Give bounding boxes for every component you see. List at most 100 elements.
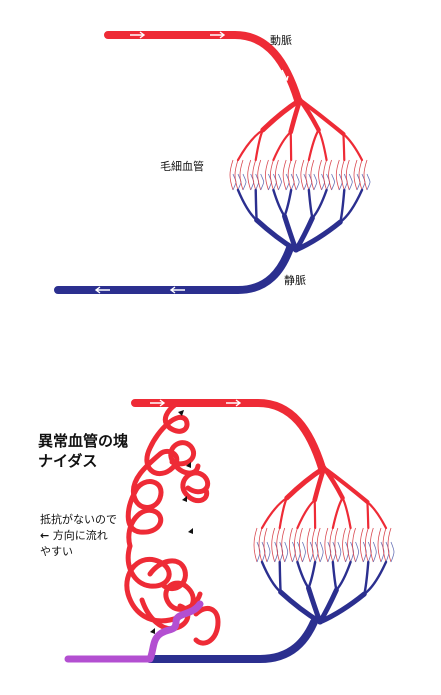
capillary-loop bbox=[367, 174, 370, 190]
arteriole bbox=[367, 502, 386, 528]
capillary-loop bbox=[235, 160, 238, 190]
note-line-1: 抵抗がないので bbox=[40, 512, 117, 528]
capillary-loop bbox=[349, 174, 352, 190]
capillary-network bbox=[230, 100, 370, 250]
capillary-loop bbox=[383, 528, 386, 562]
vein-label: 静脈 bbox=[284, 274, 306, 287]
capillary-loop bbox=[270, 160, 273, 190]
artery-flow-arrows bbox=[130, 32, 288, 80]
venule bbox=[333, 562, 337, 590]
capillary-loop bbox=[301, 160, 304, 190]
capillary-loop bbox=[354, 160, 357, 190]
capillary-loop bbox=[299, 528, 302, 562]
nidus-title: 異常血管の塊 bbox=[38, 432, 128, 451]
capillary-loop bbox=[338, 542, 341, 562]
capillary-loop bbox=[324, 160, 327, 190]
note-line-2: ← 方向に流れ bbox=[40, 528, 108, 544]
capillary-loop bbox=[258, 160, 261, 190]
capillary-loop bbox=[314, 174, 317, 190]
venule bbox=[273, 190, 284, 216]
note-line-3: やすい bbox=[40, 544, 73, 560]
capillary-loop bbox=[359, 160, 362, 190]
capillary-loop bbox=[243, 174, 246, 190]
capillary-loop bbox=[282, 528, 285, 562]
venule bbox=[364, 562, 368, 594]
capillary-loop bbox=[254, 528, 257, 562]
capillary-loop bbox=[285, 542, 288, 562]
capillary-loop bbox=[373, 542, 376, 562]
venule bbox=[340, 190, 344, 222]
capillary-loop bbox=[329, 160, 332, 190]
artery-vessel bbox=[135, 403, 322, 468]
shunt-drainage-vessel bbox=[68, 604, 200, 659]
normal-circulation-diagram bbox=[58, 32, 370, 293]
capillary-loop bbox=[330, 528, 333, 562]
venule bbox=[280, 562, 281, 592]
capillary-loop bbox=[293, 160, 296, 190]
capillary-label: 毛細血管 bbox=[160, 160, 204, 173]
capillary-loop bbox=[312, 528, 315, 562]
capillary-loop bbox=[311, 160, 314, 190]
capillary-loop bbox=[240, 160, 243, 190]
venule bbox=[238, 190, 257, 220]
venule bbox=[256, 190, 257, 220]
capillary-loop bbox=[391, 542, 394, 562]
arteriole bbox=[333, 498, 343, 528]
arteriole bbox=[319, 130, 327, 160]
capillary-loop bbox=[248, 160, 251, 190]
arteriole bbox=[343, 498, 351, 528]
capillary-loop bbox=[275, 160, 278, 190]
arteriole bbox=[297, 500, 314, 528]
capillary-loop bbox=[317, 528, 320, 562]
venule bbox=[262, 562, 281, 592]
capillary-loop bbox=[346, 160, 349, 190]
capillary-loop bbox=[370, 528, 373, 562]
arteriole bbox=[309, 130, 319, 160]
capillary-loop bbox=[288, 160, 291, 190]
arteriole bbox=[343, 134, 362, 160]
arteriole bbox=[273, 132, 290, 160]
capillary-loop bbox=[272, 528, 275, 562]
capillary-loop bbox=[332, 174, 335, 190]
capillary-loop bbox=[343, 528, 346, 562]
capillary-loop bbox=[353, 528, 356, 562]
note-line-2-text: 方向に流れ bbox=[53, 529, 108, 542]
capillary-loop bbox=[230, 160, 233, 190]
capillary-loop bbox=[341, 160, 344, 190]
venule bbox=[297, 562, 308, 588]
capillary-loop bbox=[253, 160, 256, 190]
arteriole bbox=[367, 502, 368, 528]
capillary-loop bbox=[365, 528, 368, 562]
capillary-loop bbox=[302, 542, 305, 562]
capillary-loop bbox=[259, 528, 262, 562]
capillary-network bbox=[254, 468, 394, 622]
capillary-loop bbox=[277, 528, 280, 562]
capillary-loop bbox=[360, 528, 363, 562]
capillary-loop bbox=[335, 528, 338, 562]
capillary-loop bbox=[364, 160, 367, 190]
capillary-loop bbox=[264, 528, 267, 562]
venule bbox=[309, 190, 313, 218]
venule bbox=[336, 562, 350, 590]
capillary-loop bbox=[261, 174, 264, 190]
nidus-subtitle: ナイダス bbox=[38, 452, 97, 471]
artery-branch bbox=[324, 468, 367, 502]
venule bbox=[285, 190, 292, 216]
artery-label: 動脈 bbox=[270, 34, 292, 47]
capillary-loop bbox=[388, 528, 391, 562]
capillary-loop bbox=[296, 174, 299, 190]
artery-branch bbox=[300, 100, 343, 134]
capillary-loop bbox=[307, 528, 310, 562]
capillary-loop bbox=[378, 528, 381, 562]
vein-vessel bbox=[58, 248, 290, 290]
capillary-loop bbox=[278, 174, 281, 190]
capillary-loop bbox=[306, 160, 309, 190]
capillary-loop bbox=[289, 528, 292, 562]
capillary-loop bbox=[283, 160, 286, 190]
capillary-loop bbox=[336, 160, 339, 190]
capillary-loop bbox=[356, 542, 359, 562]
capillary-loop bbox=[320, 542, 323, 562]
venule bbox=[312, 190, 326, 218]
